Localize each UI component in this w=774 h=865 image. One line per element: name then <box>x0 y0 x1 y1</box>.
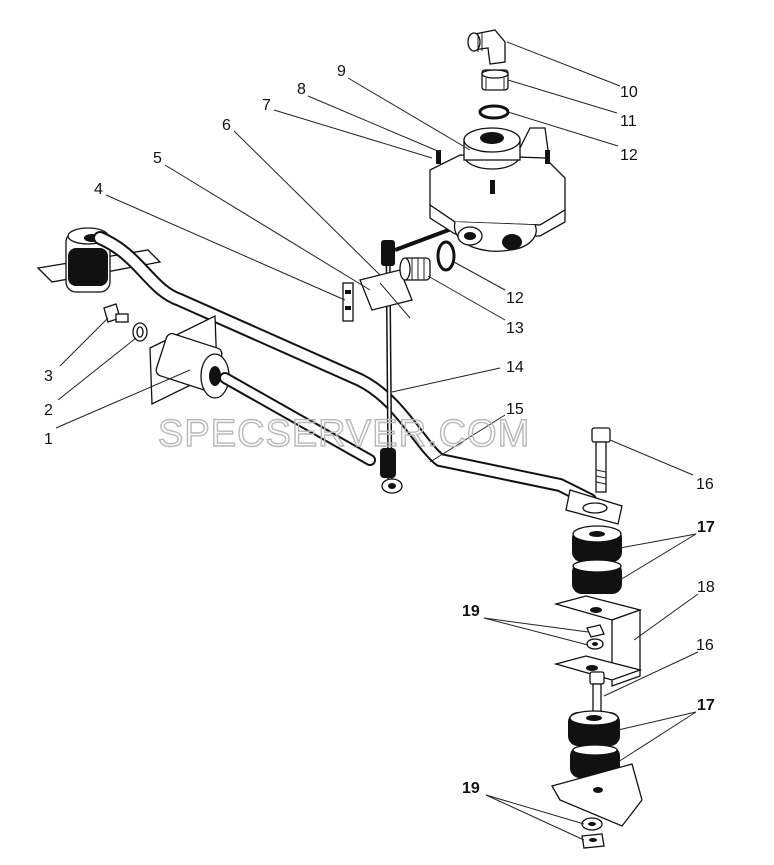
callout-16-lower: 16 <box>696 637 714 654</box>
bushing-17-upper <box>572 525 622 594</box>
washer-2 <box>132 322 148 342</box>
callout-13: 13 <box>506 320 524 337</box>
valve-body-9 <box>429 127 566 252</box>
callout-2: 2 <box>44 402 53 419</box>
callout-18: 18 <box>697 579 715 596</box>
callout-7: 7 <box>262 97 271 114</box>
shaft-housing <box>149 314 376 466</box>
callout-17-upper: 17 <box>697 519 715 536</box>
bolt-3 <box>103 303 129 323</box>
lower-mount-plate <box>551 763 643 827</box>
elbow-fitting-10 <box>467 29 506 65</box>
clip-4 <box>342 282 354 322</box>
callout-8: 8 <box>297 81 306 98</box>
ring-12-side <box>436 240 456 272</box>
bracket-18 <box>553 595 643 687</box>
callout-labels: 3 2 1 4 5 6 7 8 9 10 11 12 12 13 14 15 1… <box>44 63 715 797</box>
callout-19-bottom: 19 <box>462 780 480 797</box>
ring-12-top <box>478 104 510 120</box>
callout-3: 3 <box>44 368 53 385</box>
lever-arm <box>93 231 623 525</box>
bushing-17-lower <box>568 710 620 778</box>
callout-10: 10 <box>620 84 638 101</box>
callout-5: 5 <box>153 150 162 167</box>
nut-19-middle <box>586 624 605 650</box>
link-rod-14 <box>359 220 471 494</box>
callout-17-lower: 17 <box>697 697 715 714</box>
nut-19-bottom <box>581 817 605 849</box>
callout-12-top: 12 <box>620 147 638 164</box>
bolt-16-top <box>591 427 611 493</box>
adapter-11 <box>481 69 509 91</box>
callout-15: 15 <box>506 401 524 418</box>
leader-lines <box>55 41 699 841</box>
callout-11: 11 <box>620 113 637 130</box>
callout-9: 9 <box>337 63 346 80</box>
callout-1: 1 <box>44 431 53 448</box>
callout-16-top: 16 <box>696 476 714 493</box>
callout-14: 14 <box>506 359 524 376</box>
callout-19-middle: 19 <box>462 603 480 620</box>
fitting-13 <box>399 257 431 281</box>
callout-6: 6 <box>222 117 231 134</box>
watermark-text: SPECSERVER.COM <box>158 413 530 455</box>
callout-12-side: 12 <box>506 290 524 307</box>
bolt-16-lower <box>589 671 605 715</box>
callout-4: 4 <box>94 181 103 198</box>
